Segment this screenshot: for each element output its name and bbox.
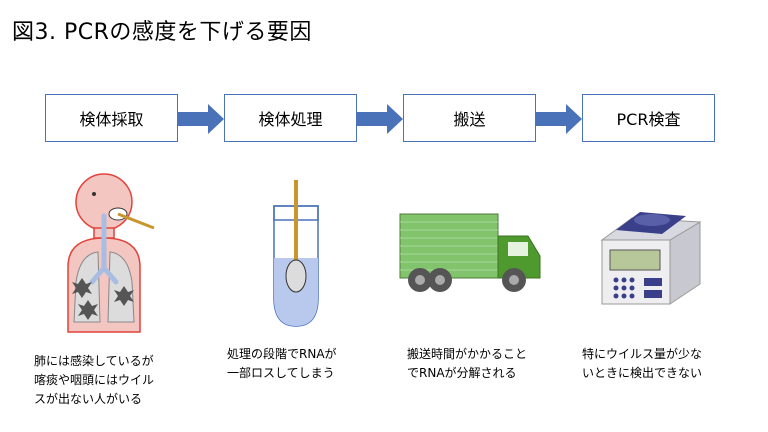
arrow-right-icon xyxy=(536,104,582,134)
step-label: 検体処理 xyxy=(258,110,323,129)
step-label: 搬送 xyxy=(453,110,486,129)
step-label: PCR検査 xyxy=(616,110,681,129)
description-line: でRNAが分解される xyxy=(407,366,517,380)
swab-tube-icon xyxy=(273,180,319,327)
description-line: 特にウイルス量が少な xyxy=(582,347,703,361)
truck-icon xyxy=(399,213,541,292)
arrow-right-icon xyxy=(178,104,224,134)
lung-patient-icon xyxy=(67,173,155,333)
arrow-right-icon xyxy=(357,104,403,134)
step-specimen-processing: 検体処理 xyxy=(224,94,357,142)
description-line: 一部ロスしてしまう xyxy=(227,366,335,380)
description-line: 搬送時間がかかること xyxy=(407,347,528,361)
pcr-machine-icon xyxy=(600,212,702,305)
description-line: 処理の段階でRNAが xyxy=(227,347,337,361)
step-label: 検体採取 xyxy=(79,110,144,129)
description-line: スが出ない人がいる xyxy=(34,392,143,406)
description-transport: 搬送時間がかかること でRNAが分解される xyxy=(407,345,527,383)
description-line: いときに検出できない xyxy=(582,366,703,380)
description-specimen-processing: 処理の段階でRNAが 一部ロスしてしまう xyxy=(227,345,337,383)
description-specimen-collection: 肺には感染しているが 喀痰や咽頭にはウイル スが出ない人がいる xyxy=(34,352,154,409)
description-line: 肺には感染しているが xyxy=(34,354,154,368)
description-line: 喀痰や咽頭にはウイル xyxy=(34,373,155,387)
description-pcr-test: 特にウイルス量が少な いときに検出できない xyxy=(582,345,702,383)
step-specimen-collection: 検体採取 xyxy=(45,94,178,142)
step-pcr-test: PCR検査 xyxy=(582,94,715,142)
diagram-title: 図3. PCRの感度を下げる要因 xyxy=(12,20,312,45)
step-transport: 搬送 xyxy=(403,94,536,142)
